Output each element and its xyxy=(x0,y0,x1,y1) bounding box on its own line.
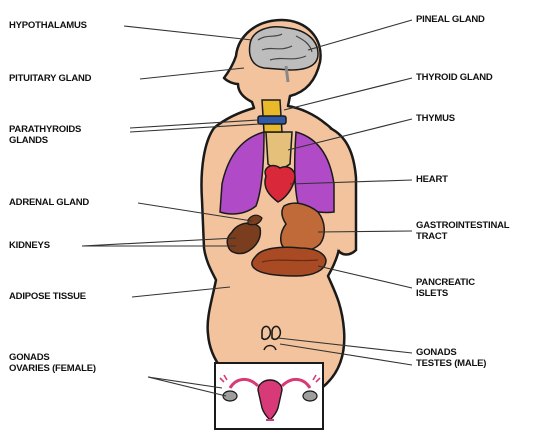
label-hypothalamus: HYPOTHALAMUS xyxy=(9,20,87,31)
label-pineal-gland: PINEAL GLAND xyxy=(416,14,485,25)
leader-pineal xyxy=(308,20,412,50)
label-heart: HEART xyxy=(416,174,448,185)
label-gonads-ovaries: GONADS OVARIES (FEMALE) xyxy=(9,352,96,374)
label-thyroid-gland: THYROID GLAND xyxy=(416,72,493,83)
label-gastrointestinal-tract: GASTROINTESTINAL TRACT xyxy=(416,220,509,242)
label-pituitary-gland: PITUITARY GLAND xyxy=(9,73,91,84)
label-kidneys: KIDNEYS xyxy=(9,240,50,251)
parathyroid-glands xyxy=(258,116,286,124)
label-adrenal-gland: ADRENAL GLAND xyxy=(9,197,89,208)
leader-hypothalamus xyxy=(124,26,252,40)
label-parathyroid-glands: PARATHYROIDS GLANDS xyxy=(9,124,81,146)
label-pancreatic-islets: PANCREATIC ISLETS xyxy=(416,277,475,299)
label-thymus: THYMUS xyxy=(416,113,455,124)
label-gonads-testes: GONADS TESTES (MALE) xyxy=(416,347,486,369)
label-adipose-tissue: ADIPOSE TISSUE xyxy=(9,291,86,302)
